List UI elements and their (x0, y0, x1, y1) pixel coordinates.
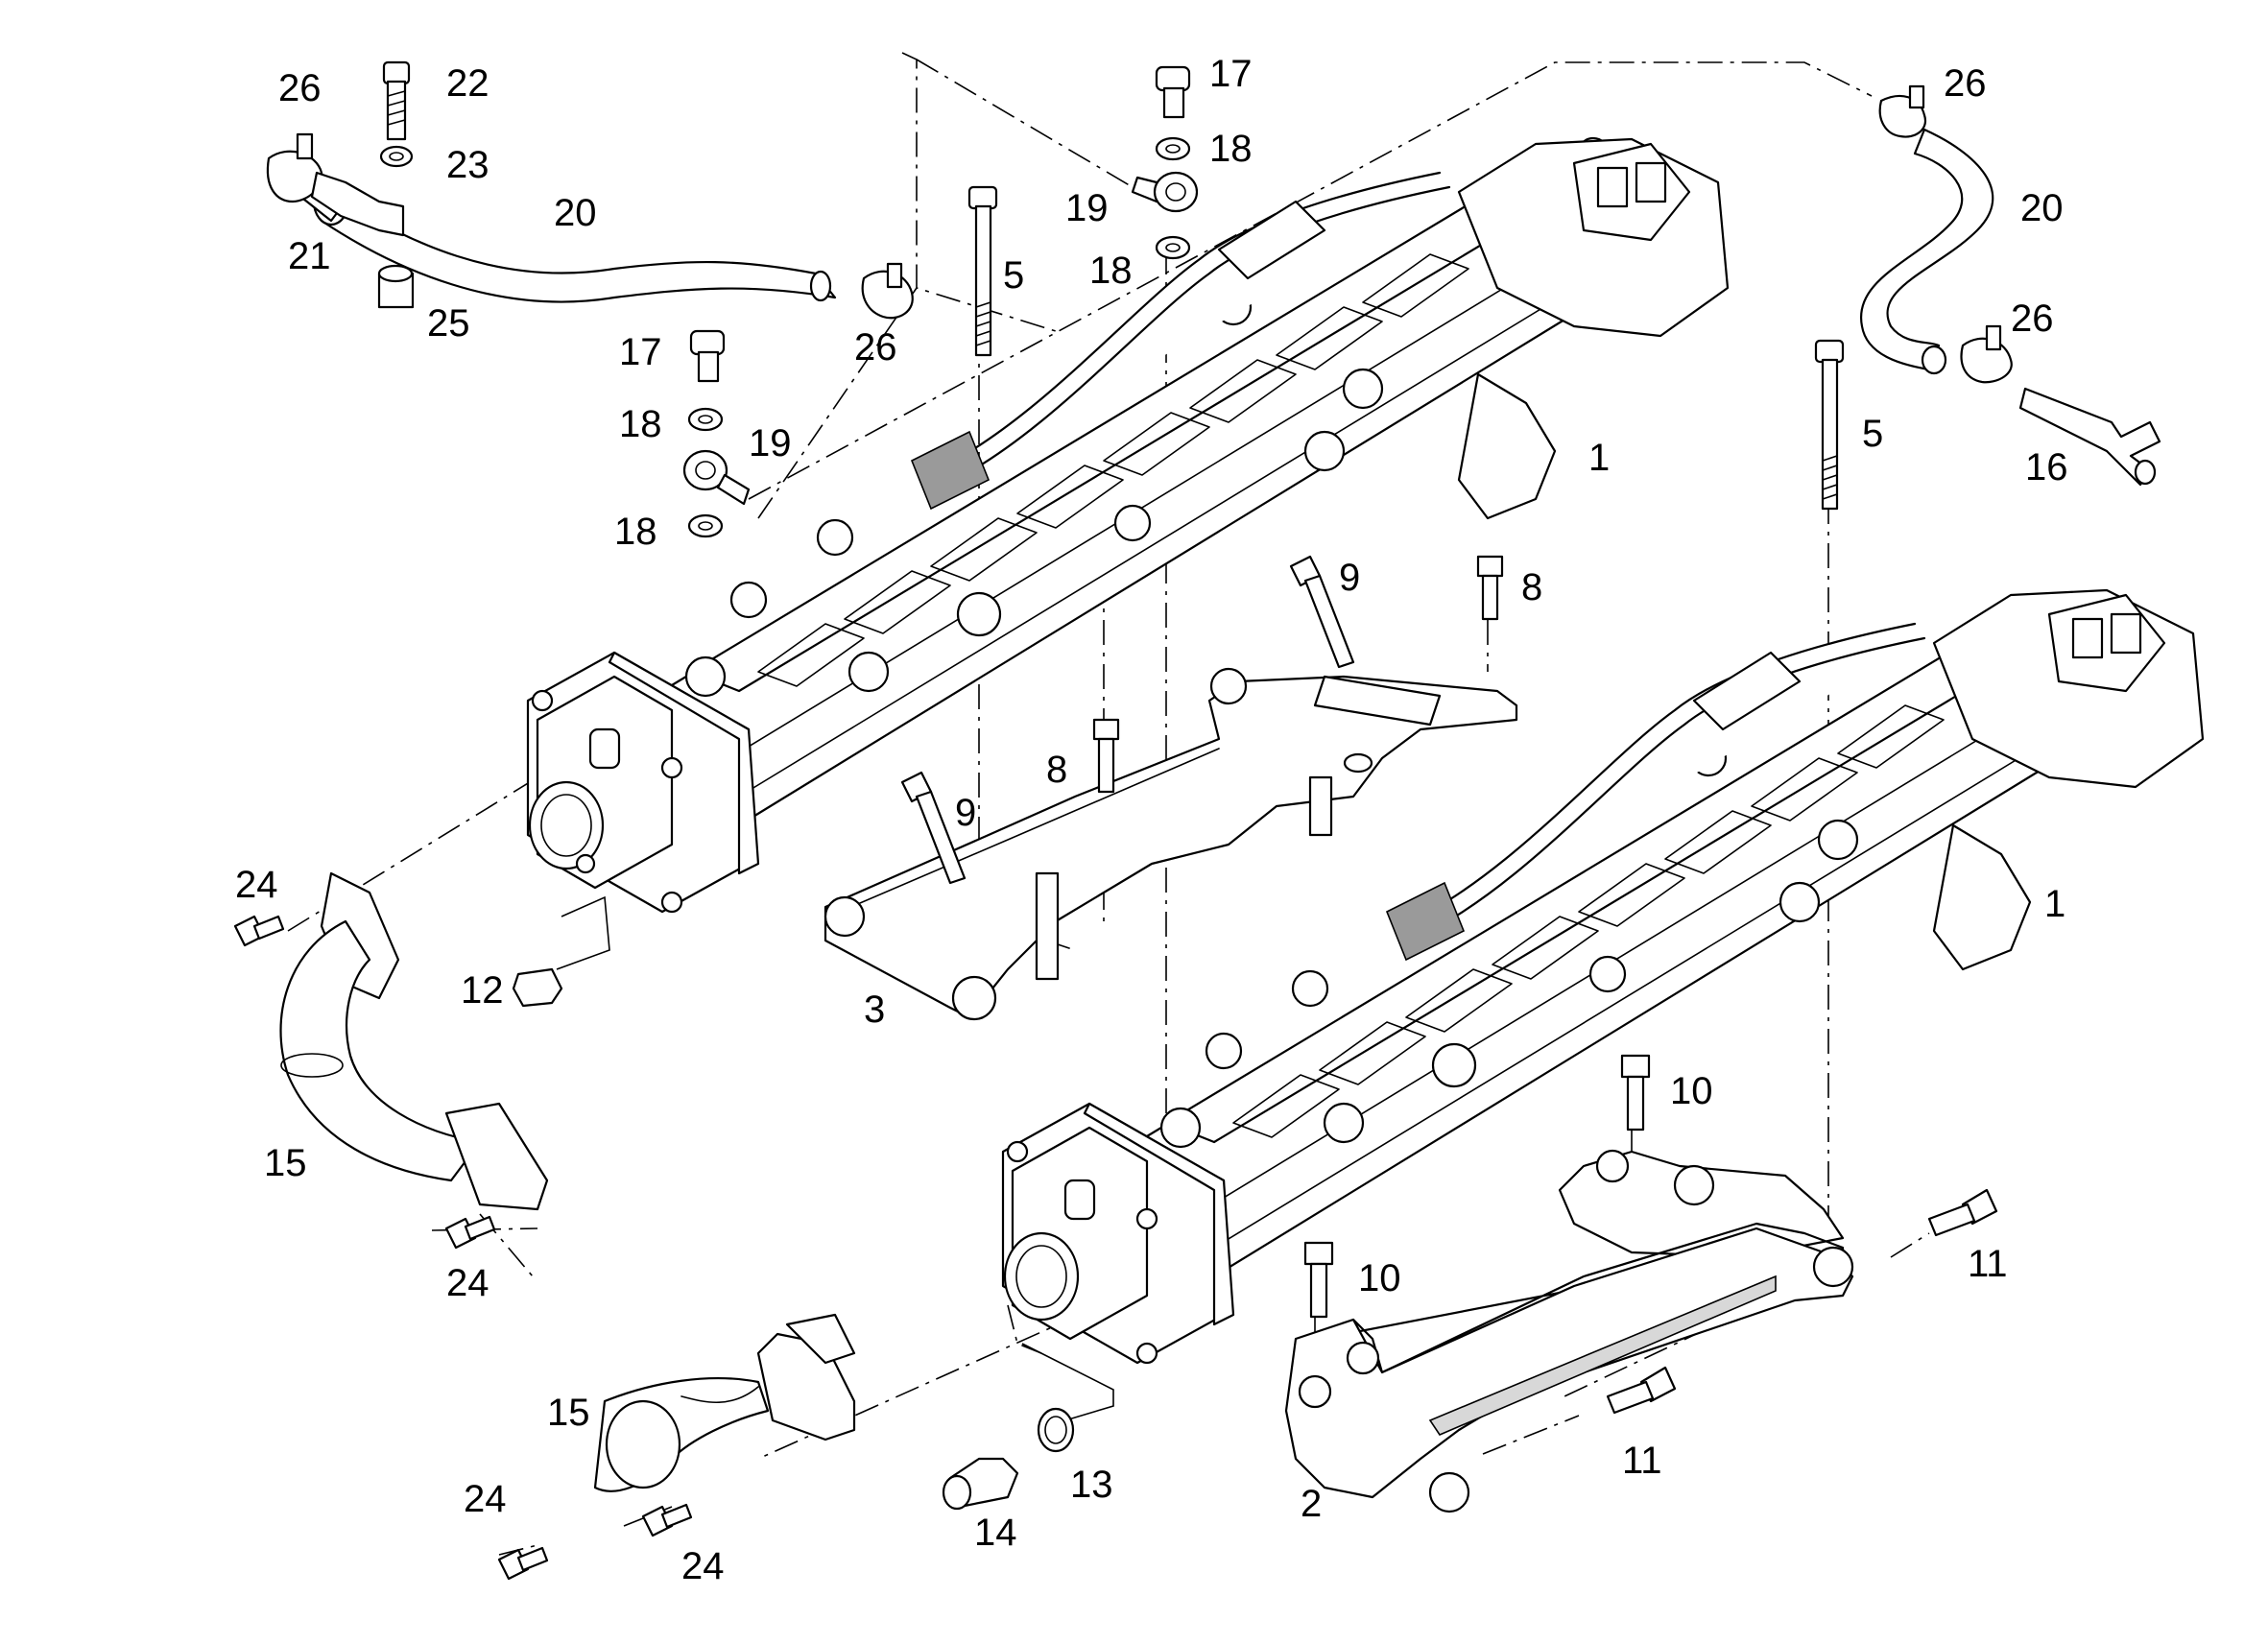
callout-10: 10 (1670, 1070, 1713, 1112)
callout-18: 18 (1089, 250, 1133, 292)
callout-18: 18 (1209, 128, 1253, 170)
callout-19: 19 (749, 422, 792, 465)
callout-numbers: 26 22 23 20 21 25 26 17 18 19 18 5 17 18… (235, 53, 2068, 1587)
cooler-fins-lower (1232, 704, 1945, 1138)
callout-5: 5 (1862, 413, 1883, 455)
callout-20: 20 (2020, 187, 2064, 229)
callout-8: 8 (1046, 749, 1067, 791)
bracket-3 (824, 667, 1518, 1021)
callout-24: 24 (681, 1545, 725, 1587)
callout-15: 15 (264, 1142, 307, 1184)
cooler-fins-upper (757, 253, 1469, 687)
hose-20-left (281, 166, 837, 303)
callout-24: 24 (464, 1478, 507, 1520)
callout-25: 25 (427, 302, 470, 345)
callout-17: 17 (1209, 53, 1253, 95)
callout-18: 18 (614, 511, 657, 553)
callout-brackets (556, 895, 1114, 1421)
callout-9: 9 (1339, 557, 1360, 599)
callout-26: 26 (1944, 62, 1987, 105)
callout-15: 15 (547, 1392, 590, 1434)
callout-11: 11 (1622, 1440, 1662, 1482)
egr-pipe-lower-15 (593, 1313, 856, 1492)
callout-11: 11 (1968, 1243, 2008, 1285)
callout-20: 20 (554, 192, 597, 234)
callout-26: 26 (2011, 298, 2054, 340)
fittings (233, 60, 1998, 1581)
callout-23: 23 (446, 144, 489, 186)
callout-21: 21 (288, 235, 331, 277)
callout-2: 2 (1301, 1483, 1322, 1525)
egr-pipe-upper-15 (279, 871, 549, 1211)
callout-24: 24 (446, 1262, 489, 1304)
callout-9: 9 (955, 792, 976, 834)
callout-13: 13 (1070, 1464, 1113, 1506)
callout-8: 8 (1521, 566, 1542, 608)
egr-cooler-upper (526, 136, 1730, 914)
callout-19: 19 (1065, 187, 1109, 229)
callout-1: 1 (2044, 883, 2065, 925)
callout-10: 10 (1358, 1257, 1401, 1299)
callout-5: 5 (1003, 254, 1024, 297)
callout-14: 14 (974, 1512, 1017, 1554)
hose-clamp-26 (266, 84, 2013, 384)
callout-1: 1 (1588, 437, 1610, 479)
callout-17: 17 (619, 331, 662, 373)
callout-18: 18 (619, 403, 662, 445)
callout-3: 3 (864, 989, 885, 1031)
callout-16: 16 (2025, 446, 2068, 488)
hose-20-right (1859, 128, 1994, 375)
hose-16 (2018, 387, 2161, 487)
egr-cooler-lower (1001, 588, 2205, 1365)
callout-22: 22 (446, 62, 489, 105)
bracket-2 (1284, 1149, 1854, 1513)
callout-26: 26 (278, 67, 322, 109)
callout-12: 12 (461, 969, 504, 1012)
callout-24: 24 (235, 864, 278, 906)
callout-26: 26 (854, 326, 897, 369)
